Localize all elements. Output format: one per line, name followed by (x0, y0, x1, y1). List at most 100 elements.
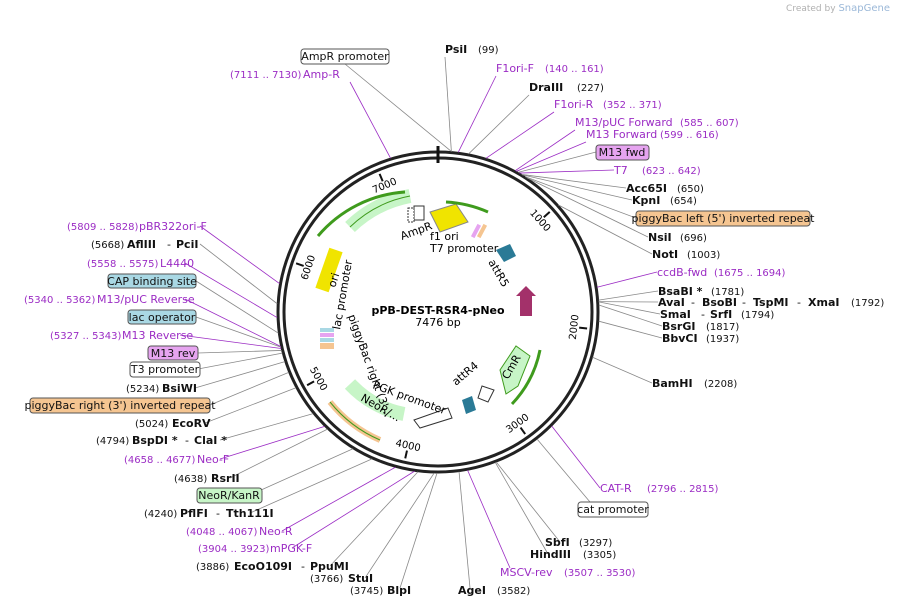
mpgk-f-primer[interactable]: mPGK-F (270, 542, 312, 555)
neo-feature[interactable] (344, 379, 406, 421)
leader-line (349, 81, 391, 159)
xmai-enzyme[interactable]: XmaI (808, 296, 839, 309)
m13-forward-primer[interactable]: M13 Forward (586, 128, 657, 141)
ampr-promoter-box[interactable] (300, 48, 390, 65)
f1ori-r-primer[interactable]: F1ori-R (554, 98, 594, 111)
sep-2: - (742, 296, 746, 309)
box-piggybac (320, 343, 334, 349)
cat-r-primer[interactable]: CAT-R (600, 482, 632, 495)
attr5-feature[interactable] (496, 244, 516, 262)
leader-line (596, 271, 658, 288)
stripe-b (476, 223, 488, 239)
plasmid-size: 7476 bp (415, 316, 460, 329)
pcii-enzyme[interactable]: PciI (176, 238, 198, 251)
draiii-enzyme[interactable]: DraIII (529, 81, 563, 94)
neo-r-primer[interactable]: Neo-R (259, 525, 293, 538)
rsrii-enzyme[interactable]: RsrII (211, 472, 240, 485)
m13puc-forward-primer[interactable]: M13/pUC Forward (575, 116, 673, 129)
m13-reverse-primer[interactable]: M13 Reverse (122, 329, 193, 342)
l4440-primer[interactable]: L4440 (160, 257, 194, 270)
m13-fwd-box[interactable] (595, 144, 650, 161)
bamhi-enzyme[interactable]: BamHI (652, 377, 693, 390)
tth111i-enzyme[interactable]: Tth111I (226, 507, 274, 520)
leader-line (199, 225, 280, 284)
rsrii-pos: (4638) (174, 474, 207, 485)
bsiwi-enzyme[interactable]: BsiWI (162, 382, 197, 395)
snapgene-logo: SnapGene (838, 3, 890, 14)
avai-enzyme[interactable]: AvaI (658, 296, 685, 309)
leader-line (281, 466, 396, 532)
hindiii-enzyme[interactable]: HindIII (530, 548, 571, 561)
kpni-pos: (654) (670, 196, 697, 207)
m13-rev-box[interactable] (147, 345, 199, 361)
sbfi-enzyme[interactable]: SbfI (545, 536, 570, 549)
cat-promoter-box[interactable] (577, 501, 649, 518)
clai-enzyme[interactable]: ClaI * (194, 434, 227, 447)
pbr322ori-f-primer[interactable]: pBR322ori-F (139, 220, 207, 233)
mscv-rev-primer[interactable]: MSCV-rev (500, 566, 553, 579)
acc65i-enzyme[interactable]: Acc65I (626, 182, 667, 195)
bsabi-enzyme[interactable]: BsaBI * (658, 285, 703, 298)
f1-ori-feature[interactable] (429, 203, 469, 233)
leader-line (199, 243, 278, 305)
kpni-enzyme[interactable]: KpnI (632, 194, 660, 207)
amp-r-primer[interactable]: Amp-R (303, 68, 340, 81)
piggybac-left-box[interactable] (635, 210, 811, 227)
avai-pos: (1792) (851, 298, 884, 309)
nsii-enzyme[interactable]: NsiI (648, 231, 672, 244)
tick-mark (543, 211, 551, 219)
sep-7: - (185, 434, 189, 447)
ccdb-fwd-primer[interactable]: ccdB-fwd (657, 266, 707, 279)
agei-enzyme[interactable]: AgeI (458, 584, 486, 597)
f1ori-f-primer[interactable]: F1ori-F (496, 62, 534, 75)
tick-label: 5000 (307, 365, 329, 393)
bspdi-enzyme[interactable]: BspDI * (132, 434, 178, 447)
leader-line (598, 301, 661, 315)
leader-line (194, 361, 285, 389)
neor-kanr-box[interactable] (196, 487, 263, 504)
bbvci-enzyme[interactable]: BbvCI (662, 332, 698, 345)
smai-enzyme[interactable]: SmaI (660, 308, 691, 321)
plasmid-name: pPB-DEST-RSR4-pNeo (371, 304, 505, 317)
piggybac-right-box[interactable] (29, 397, 211, 414)
ccdb-feature[interactable] (516, 286, 536, 316)
m13puc-reverse-primer[interactable]: M13/pUC Reverse (97, 293, 195, 306)
t3-promoter-box[interactable] (129, 361, 201, 378)
pgk-promoter-feature[interactable] (413, 407, 453, 429)
neo-f-primer[interactable]: Neo-F (197, 453, 229, 466)
leader-line (457, 75, 497, 153)
ampr-promoter-feature[interactable] (413, 205, 425, 221)
cap-binding-box[interactable] (107, 273, 197, 289)
attr5-label: attR5 (485, 257, 511, 289)
piggybac-right-text: piggyBac right (3') inverted repeat (24, 399, 216, 412)
blpi-enzyme[interactable]: BlpI (387, 584, 411, 597)
leader-line (524, 176, 637, 219)
tspmi-enzyme[interactable]: TspMI (753, 296, 789, 309)
attr4-feature[interactable] (462, 396, 476, 414)
bsrgi-enzyme[interactable]: BsrGI (662, 320, 695, 333)
psii-enzyme[interactable]: PsiI (445, 43, 467, 56)
eco0109i-enzyme[interactable]: EcoO109I (234, 560, 292, 573)
cmr-feature[interactable] (499, 345, 531, 395)
pflfi-enzyme[interactable]: PflFI (180, 507, 208, 520)
leader-line (518, 151, 597, 173)
bsobi-enzyme[interactable]: BsoBI (702, 296, 737, 309)
lac-operator-box[interactable] (127, 309, 197, 325)
tick-mark (378, 173, 384, 182)
stui-enzyme[interactable]: StuI (348, 572, 373, 585)
leader-line (467, 470, 511, 569)
ori-feature[interactable] (315, 247, 343, 293)
leader-line (219, 425, 325, 460)
afliii-enzyme[interactable]: AflIII (127, 238, 156, 251)
leader-line (195, 280, 279, 334)
t7-promoter-label: T7 promoter (429, 242, 499, 255)
ecorv-enzyme[interactable]: EcoRV (172, 417, 211, 430)
sep-6: - (216, 507, 220, 520)
ampr-feature[interactable] (345, 189, 412, 233)
noti-enzyme[interactable]: NotI (652, 248, 678, 261)
t3-promoter-text: T3 promoter (130, 363, 200, 376)
ppumi-enzyme[interactable]: PpuMI (310, 560, 349, 573)
srfi-enzyme[interactable]: SrfI (710, 308, 732, 321)
t7-primer[interactable]: T7 (613, 164, 628, 177)
bsiwi-pos: (5234) (126, 384, 159, 395)
